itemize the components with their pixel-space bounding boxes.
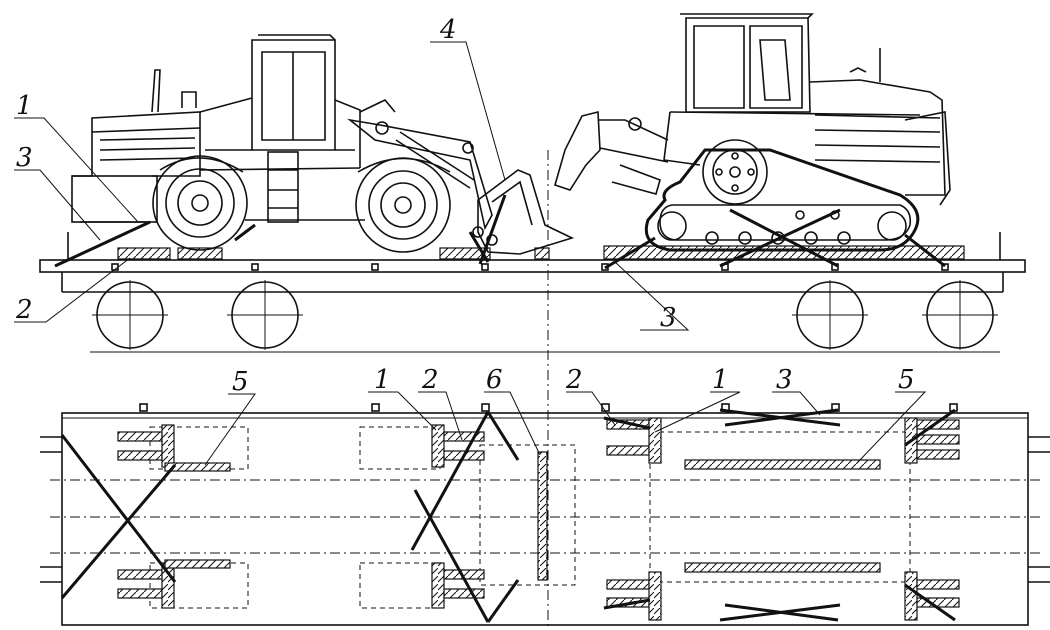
callout-3-top-right-lashing: 3 [776, 365, 793, 395]
platform-outline [61, 412, 1029, 626]
callout-1-top-mid-chock: 1 [374, 365, 391, 395]
top-lashings [60, 408, 956, 623]
callout-4-bucket: 4 [439, 15, 457, 45]
leader-lines [14, 41, 927, 466]
callout-2-top-mid-bar: 2 [421, 365, 439, 395]
callout-5-top-right-long-bar: 5 [898, 365, 915, 395]
top-chocks [117, 417, 960, 621]
callout-1-top-right-chock: 1 [712, 365, 729, 395]
side-lashings [54, 194, 946, 270]
side-view [39, 13, 1026, 630]
callout-2-top-right-bar: 2 [565, 365, 583, 395]
callout-labels: 1 3 4 2 3 5 1 2 6 2 1 3 5 [15, 15, 915, 397]
top-view [40, 403, 1050, 626]
crawler-dozer [554, 13, 951, 252]
wheel-loader [71, 34, 575, 255]
callout-6-bucket-beam: 6 [486, 365, 503, 395]
callout-5-top-left-bar: 5 [232, 367, 249, 397]
callout-1-side-chock: 1 [16, 91, 33, 121]
platform-deck [39, 232, 1026, 293]
callout-3-side-lashing: 3 [16, 143, 33, 173]
bogie-wheels [92, 280, 998, 350]
callout-3-side-lashing-right: 3 [660, 303, 677, 333]
callout-2-floor-bar: 2 [15, 295, 33, 325]
